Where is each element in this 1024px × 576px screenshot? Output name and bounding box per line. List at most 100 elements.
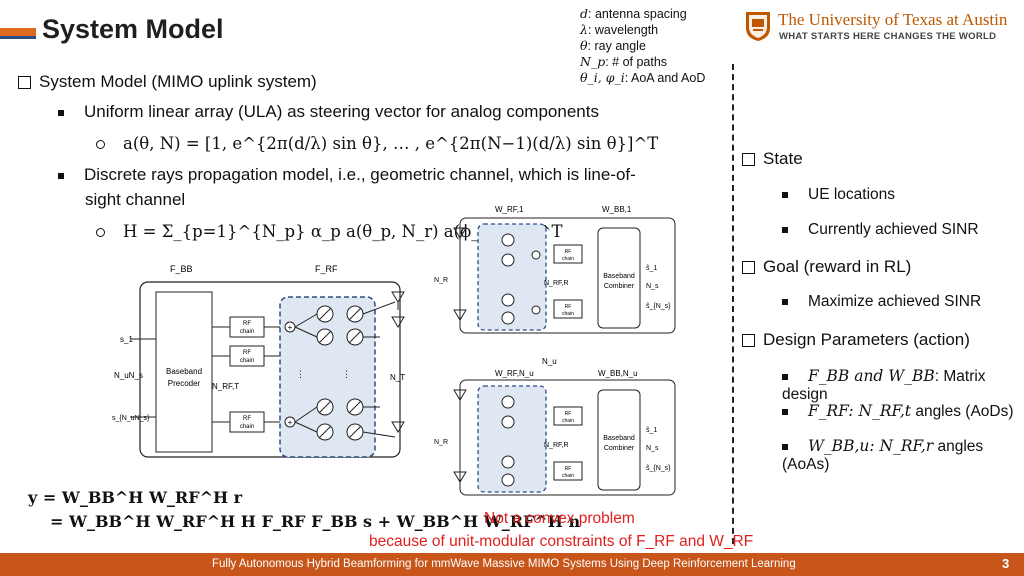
svg-text:+: + [288, 323, 293, 332]
label-fbb: F_BB [170, 264, 193, 274]
ut-seal-icon [746, 12, 770, 41]
svg-text:⋮: ⋮ [296, 369, 305, 379]
svg-text:RF: RF [243, 416, 251, 422]
equation-received-1: y = W_BB^H W_RF^H r [28, 488, 243, 507]
receiver-1-frame [459, 217, 676, 334]
svg-text:ŝ_1: ŝ_1 [646, 265, 657, 272]
svg-text:Baseband: Baseband [603, 273, 635, 280]
square-bullet-icon [782, 373, 788, 380]
note-nonconvex: Not a convex problem [484, 510, 635, 527]
state-item-ue-locations: UE locations [782, 186, 895, 204]
square-bullet-icon [782, 191, 788, 198]
svg-text:RF: RF [243, 350, 251, 356]
title-accent-underline [0, 36, 36, 39]
rf-chain-3: RF chain [229, 411, 265, 433]
rf-chain-1: RF chain [229, 316, 265, 338]
svg-text:N_s: N_s [646, 445, 659, 452]
label-wrf1: W_RF,1 [495, 205, 524, 214]
heading-design-params: Design Parameters (action) [742, 330, 970, 350]
square-bullet-icon [782, 443, 788, 450]
equation-received-2: = W_BB^H W_RF^H H F_RF F_BB s + W_BB^H W… [50, 512, 581, 531]
label-nuns: N_uN_s [114, 371, 143, 380]
svg-text:N_u: N_u [542, 357, 557, 366]
label-nrft: N_RF,T [212, 382, 239, 391]
param-item-frf: F_RF: N_RF,t angles (AoDs) [782, 402, 1014, 421]
note-constraints: because of unit-modular constraints of F… [369, 533, 754, 550]
legend-item-angles: θ_i, φ_i: AoA and AoD [580, 70, 706, 85]
square-bullet-icon [782, 298, 788, 305]
svg-text:N_R: N_R [434, 277, 448, 284]
checkbox-bullet-icon [18, 76, 31, 90]
svg-text:Baseband: Baseband [603, 435, 635, 442]
label-sn: s_{N_uN_s} [112, 415, 150, 422]
svg-text:RF: RF [565, 249, 572, 255]
svg-text:W_RF,N_u: W_RF,N_u [495, 369, 534, 378]
antenna-icon [391, 291, 405, 433]
page-title: System Model [42, 14, 224, 44]
footer-title: Fully Autonomous Hybrid Beamforming for … [212, 558, 796, 570]
university-tagline: WHAT STARTS HERE CHANGES THE WORLD [779, 31, 997, 42]
svg-text:chain: chain [562, 311, 574, 317]
transmitter-diagram: F_BB F_RF Baseband Precoder s_1 N_uN_s s… [112, 264, 405, 458]
receiver-nu-frame [459, 379, 676, 496]
circle-bullet-icon [96, 228, 105, 237]
column-divider [732, 64, 734, 544]
svg-text:W_BB,N_u: W_BB,N_u [598, 369, 638, 378]
svg-text:RF: RF [565, 411, 572, 417]
label-nt: N_T [390, 373, 405, 382]
svg-text:Combiner: Combiner [604, 283, 635, 290]
baseband-precoder-box [155, 291, 213, 453]
svg-text:chain: chain [562, 256, 574, 262]
svg-text:ŝ_{N_s}: ŝ_{N_s} [646, 303, 671, 310]
baseband-combiner-1 [597, 227, 641, 329]
param-item-wbbu: W_BB,u: N_RF,r angles (AoAs) [782, 437, 984, 473]
svg-text:ŝ_{N_s}: ŝ_{N_s} [646, 465, 671, 472]
heading-state: State [742, 149, 803, 169]
bullet-channel-model-cont: sight channel [85, 190, 186, 209]
legend-item-theta: θ: ray angle [580, 38, 646, 53]
checkbox-bullet-icon [742, 334, 755, 348]
circle-bullet-icon [96, 140, 105, 149]
square-bullet-icon [782, 408, 788, 415]
svg-text:chain: chain [562, 418, 574, 424]
state-item-sinr: Currently achieved SINR [782, 221, 979, 239]
square-bullet-icon [58, 172, 64, 179]
transmitter-frame [139, 281, 401, 458]
param-item-fbb-wbb: F_BB and W_BB: Matrix design [782, 367, 986, 403]
checkbox-bullet-icon [742, 153, 755, 167]
footer-bar [0, 553, 1024, 576]
svg-text:ŝ_1: ŝ_1 [646, 427, 657, 434]
precoder-label-1: Baseband [166, 367, 202, 376]
svg-text:RF: RF [243, 321, 251, 327]
bullet-channel-model: Discrete rays propagation model, i.e., g… [58, 165, 636, 185]
svg-text:RF: RF [565, 466, 572, 472]
equation-steering-vector: a(θ, N) = [1, e^{2π(d/λ) sin θ}, … , e^{… [96, 134, 658, 153]
page-number: 3 [1002, 556, 1010, 571]
goal-item-sinr: Maximize achieved SINR [782, 293, 981, 311]
svg-text:chain: chain [562, 473, 574, 479]
svg-text:⋮: ⋮ [342, 369, 351, 379]
precoder-label-2: Precoder [168, 379, 201, 388]
legend-item-d: d: antenna spacing [580, 6, 687, 21]
svg-text:N_RF,R: N_RF,R [544, 280, 569, 287]
svg-text:chain: chain [240, 424, 254, 430]
symbol-legend: d: antenna spacing λ: wavelength θ: ray … [580, 6, 705, 86]
equation-channel: H = Σ_{p=1}^{N_p} α_p a(θ_p, N_r) a(ϕ_p,… [96, 222, 562, 241]
square-bullet-icon [782, 226, 788, 233]
receiver-diagram: W_RF,1 W_BB,1 N_R RF chain RF chain N_RF… [434, 205, 676, 496]
heading-goal: Goal (reward in RL) [742, 257, 911, 277]
svg-text:N_R: N_R [434, 439, 448, 446]
label-s1: s_1 [120, 335, 133, 344]
svg-text:chain: chain [240, 329, 254, 335]
rf-chain-2: RF chain [229, 345, 265, 367]
legend-item-np: N_p: # of paths [580, 54, 668, 69]
svg-text:N_s: N_s [646, 283, 659, 290]
svg-text:RF: RF [565, 304, 572, 310]
label-wbb1: W_BB,1 [602, 205, 632, 214]
legend-item-lambda: λ: wavelength [580, 22, 659, 37]
university-name: The University of Texas at Austin [778, 10, 1008, 29]
svg-text:N_RF,R: N_RF,R [544, 442, 569, 449]
label-frf: F_RF [315, 264, 338, 274]
checkbox-bullet-icon [742, 261, 755, 275]
baseband-combiner-nu [597, 389, 641, 491]
